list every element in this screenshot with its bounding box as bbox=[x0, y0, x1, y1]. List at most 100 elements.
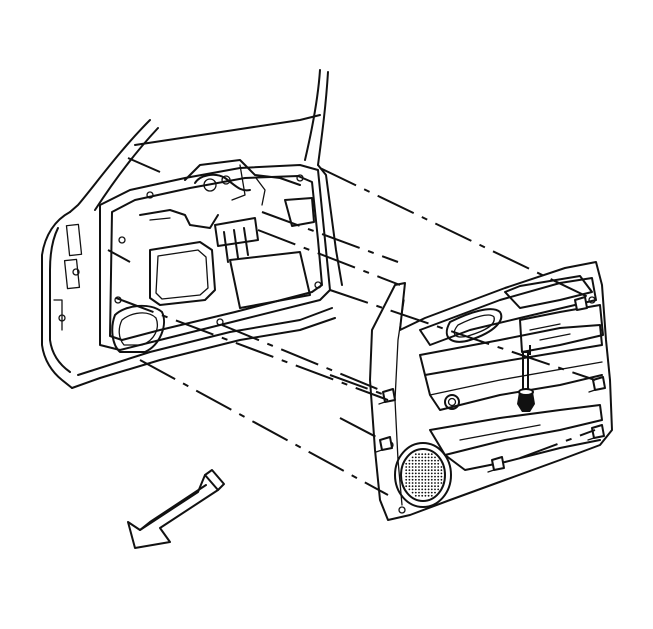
grille-dot bbox=[418, 469, 420, 472]
grille-dot bbox=[430, 482, 433, 484]
door-inner-panel bbox=[99, 159, 331, 353]
grille-dot bbox=[405, 462, 408, 465]
grille-dot bbox=[414, 488, 417, 491]
grille-dot bbox=[440, 472, 443, 475]
grille-dot bbox=[411, 482, 414, 484]
grille-dot bbox=[434, 478, 436, 481]
grille-dot bbox=[421, 469, 424, 472]
grille-dot bbox=[430, 466, 433, 468]
grille-dot bbox=[434, 488, 436, 491]
grille-dot bbox=[418, 462, 420, 465]
grille-dot bbox=[434, 459, 436, 462]
grille-dot bbox=[430, 494, 433, 497]
grille-dot bbox=[405, 466, 408, 468]
grille-dot bbox=[414, 491, 417, 494]
grille-dot bbox=[424, 462, 427, 465]
grille-dot bbox=[427, 491, 430, 494]
grille-dot bbox=[437, 459, 440, 462]
grille-dot bbox=[405, 475, 408, 478]
grille-dot bbox=[424, 469, 427, 472]
grille-dot bbox=[440, 478, 443, 481]
grille-dot bbox=[427, 456, 430, 459]
grille-dot bbox=[418, 478, 420, 481]
grille-dot bbox=[414, 475, 417, 478]
grille-dot bbox=[411, 459, 414, 462]
grille-dot bbox=[411, 456, 414, 459]
grille-dot bbox=[405, 469, 408, 472]
grille-dot bbox=[430, 459, 433, 462]
grille-dot bbox=[414, 462, 417, 465]
grille-dot bbox=[424, 459, 427, 462]
grille-dot bbox=[418, 482, 420, 484]
grille-dot bbox=[421, 462, 424, 465]
grille-dot bbox=[427, 485, 430, 488]
grille-dot bbox=[430, 488, 433, 491]
grille-dot bbox=[440, 482, 443, 484]
grille-dot bbox=[408, 466, 411, 468]
grille-dot bbox=[437, 488, 440, 491]
grille-dot bbox=[430, 478, 433, 481]
grille-dot bbox=[430, 472, 433, 475]
door-trim-panel bbox=[369, 261, 613, 521]
grille-dot bbox=[411, 462, 414, 465]
grille-dot bbox=[414, 456, 417, 459]
grille-dot bbox=[434, 469, 436, 472]
grille-dot bbox=[427, 482, 430, 484]
grille-dot bbox=[414, 494, 417, 497]
grille-dot bbox=[427, 494, 430, 497]
grille-dot bbox=[421, 488, 424, 491]
grille-dot bbox=[421, 485, 424, 488]
grille-dot bbox=[434, 482, 436, 484]
grille-dot bbox=[411, 475, 414, 478]
grille-dot bbox=[430, 491, 433, 494]
grille-dot bbox=[411, 485, 414, 488]
grille-dot bbox=[427, 459, 430, 462]
grille-dot bbox=[424, 494, 427, 497]
speaker-grille bbox=[394, 442, 452, 508]
alignment-lines bbox=[107, 157, 596, 496]
grille-dot bbox=[418, 494, 420, 497]
grille-dot bbox=[424, 475, 427, 478]
grille-dot bbox=[440, 475, 443, 478]
grille-dot bbox=[414, 459, 417, 462]
trim-panel-screw bbox=[517, 351, 535, 412]
grille-dot bbox=[437, 475, 440, 478]
grille-dot bbox=[421, 453, 424, 456]
grille-dot bbox=[430, 456, 433, 459]
grille-dot bbox=[424, 453, 427, 456]
grille-dot bbox=[414, 485, 417, 488]
grille-dot bbox=[411, 469, 414, 472]
grille-dot bbox=[427, 453, 430, 456]
grille-dot bbox=[421, 459, 424, 462]
grille-dot bbox=[405, 478, 408, 481]
retainer-clips bbox=[375, 296, 606, 473]
grille-dot bbox=[405, 472, 408, 475]
grille-dot bbox=[434, 466, 436, 468]
grille-dot bbox=[434, 472, 436, 475]
grille-dot bbox=[434, 475, 436, 478]
grille-dot bbox=[421, 482, 424, 484]
grille-dot bbox=[414, 478, 417, 481]
arrow-down-left-icon bbox=[127, 469, 225, 549]
grille-dot bbox=[421, 475, 424, 478]
grille-dot bbox=[427, 462, 430, 465]
grille-dot bbox=[414, 469, 417, 472]
grille-dot bbox=[421, 472, 424, 475]
grille-dot bbox=[437, 485, 440, 488]
grille-dot bbox=[408, 488, 411, 491]
door-frame bbox=[41, 69, 343, 389]
grille-dot bbox=[418, 453, 420, 456]
grille-dot bbox=[430, 453, 433, 456]
grille-dot bbox=[418, 472, 420, 475]
grille-dot bbox=[408, 459, 411, 462]
grille-dot bbox=[424, 466, 427, 468]
grille-dot bbox=[434, 485, 436, 488]
grille-dot bbox=[424, 472, 427, 475]
grille-dot bbox=[411, 488, 414, 491]
grille-dot bbox=[427, 488, 430, 491]
grille-dot bbox=[424, 485, 427, 488]
grille-dot bbox=[414, 466, 417, 468]
grille-dot bbox=[424, 482, 427, 484]
grille-dot bbox=[427, 466, 430, 468]
grille-dot bbox=[424, 478, 427, 481]
